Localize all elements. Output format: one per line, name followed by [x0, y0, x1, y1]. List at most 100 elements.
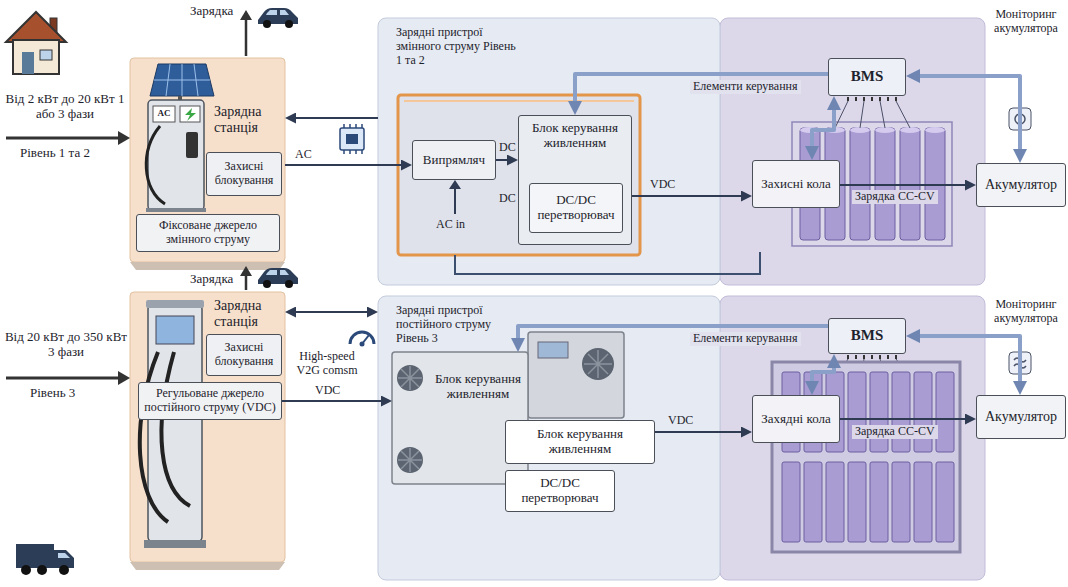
connector [496, 159, 510, 161]
supply-arrow [6, 377, 120, 380]
car-icon [263, 20, 271, 28]
protection-box: Захисні кола [752, 160, 840, 208]
car-icon [266, 10, 289, 15]
car-icon [266, 270, 289, 275]
dc-station-icon [140, 352, 168, 522]
power-cabinet [397, 447, 423, 473]
battery-box-text: Акумулятор [985, 409, 1057, 425]
battery-rack [848, 462, 866, 542]
car-icon [258, 8, 298, 28]
battery-rack [914, 462, 932, 542]
ac-in-arrow [449, 180, 461, 189]
house-icon [40, 50, 52, 60]
supply-arrow [118, 371, 130, 385]
ac-station-icon [146, 208, 206, 212]
power-cabinet [392, 352, 528, 484]
car-icon [285, 280, 293, 288]
note-label-holder: Зарядка [190, 272, 233, 287]
battery-rack [892, 462, 910, 542]
connector [812, 106, 834, 150]
car-icon [263, 280, 271, 288]
station-panel: Зарядна станціяЗахисні блокуванняФіксова… [130, 58, 285, 262]
note-label-holder: Від 2 кВт до 20 кВт 1 або 3 фази [4, 92, 126, 122]
interlock-box: Захисні блокування [206, 152, 282, 196]
protection-box-text: Захядні кола [761, 412, 830, 427]
house-icon [22, 52, 34, 74]
power-control-box: Блок керування живленням [505, 420, 655, 464]
battery-rack [772, 362, 960, 552]
connector [916, 336, 1020, 385]
battery-cells [900, 128, 920, 240]
battery-rack [914, 372, 932, 452]
note-label-holder: Рівень 3 [30, 386, 75, 401]
feedback-wire [455, 252, 760, 274]
battery-rack [870, 372, 888, 452]
dc-station-icon [161, 352, 190, 506]
bms-box: BMS [828, 58, 906, 96]
dc-station-icon [140, 300, 206, 548]
note-label-holder: High-speed V2G comsm [289, 350, 365, 378]
connector-label-holder: Моніторинг акумулятора [986, 298, 1066, 326]
connector-label: Елементи керування [690, 80, 801, 94]
battery-rack [936, 372, 954, 452]
truck-icon [37, 565, 47, 575]
connector-label-holder: AC [292, 148, 315, 162]
note-label-holder: Зарядка [190, 4, 233, 19]
gauge-icon [360, 342, 365, 347]
connector-label-holder: VDC [312, 384, 343, 398]
charger-housing [404, 100, 634, 102]
panel-ground [130, 562, 285, 570]
note-label-holder: Рівень 1 та 2 [20, 146, 90, 161]
note-label-holder: AC [153, 108, 175, 118]
bms-wires [848, 97, 896, 101]
power-control-box-text: Блок керування живленням [523, 121, 627, 151]
ac-in-arrow [449, 180, 461, 214]
connector-label: AC [292, 148, 315, 162]
house-icon [6, 12, 66, 42]
ac-station-icon [154, 64, 210, 96]
note-label: AC in [436, 218, 465, 232]
connector-label: Зарядка CC-CV [852, 425, 938, 439]
dc-charger-panel-text-holder: Зарядні пристрої постійного струму Рівен… [396, 304, 508, 345]
truck-icon [21, 565, 31, 575]
charger-housing [398, 95, 640, 255]
power-control-box: Блок керування живленнямDC/DC перетворюв… [518, 115, 632, 245]
connector-label-holder: Зарядка CC-CV [852, 425, 938, 439]
interlock-box: Захисні блокування [206, 334, 282, 376]
power-cabinet [397, 365, 423, 391]
station-panel: Зарядна станціяЗахисні блокуванняРегульо… [130, 292, 285, 562]
truck-icon [59, 565, 69, 575]
connector-label: DC [499, 141, 516, 155]
converter-box-text: DC/DC перетворювач [534, 193, 618, 223]
protection-box-text: Захисні кола [761, 177, 831, 192]
charge-arrow [240, 10, 252, 20]
panel-ground [378, 296, 720, 580]
power-cabinet-text-holder: Блок керування живленням [430, 372, 526, 402]
truck-icon [16, 544, 74, 575]
charger-housing [398, 95, 640, 255]
protection-box: Захядні кола [752, 395, 840, 443]
supply-arrow [118, 131, 130, 145]
panel-ground [130, 18, 985, 580]
connector [916, 76, 1020, 153]
battery-rack [870, 462, 888, 542]
source-box: Регульоване джерело постійного струму (V… [138, 382, 282, 420]
dc-station-icon [156, 316, 194, 344]
charge-arrow [240, 266, 252, 276]
connector [840, 184, 968, 186]
connector [285, 164, 404, 166]
note-label: DC [499, 192, 516, 206]
panel-ground [130, 262, 285, 270]
connector-label: VDC [650, 178, 675, 192]
note-label-holder: Від 20 кВт до 350 кВт 3 фази [2, 330, 130, 360]
charge-arrow [245, 275, 248, 290]
source-box: Фіксоване джерело змінного струму [136, 214, 280, 252]
connector [282, 400, 384, 402]
power-cabinet-text: Блок керування живленням [430, 372, 526, 402]
note-label: Від 20 кВт до 350 кВт 3 фази [2, 330, 130, 360]
power-cabinet [582, 348, 614, 380]
battery-box: Акумулятор [976, 163, 1066, 207]
note-label: Від 2 кВт до 20 кВт 1 або 3 фази [4, 92, 126, 122]
station-panel-text: Зарядна станція [214, 298, 280, 330]
power-cabinet: Блок керування живленням [392, 352, 528, 484]
